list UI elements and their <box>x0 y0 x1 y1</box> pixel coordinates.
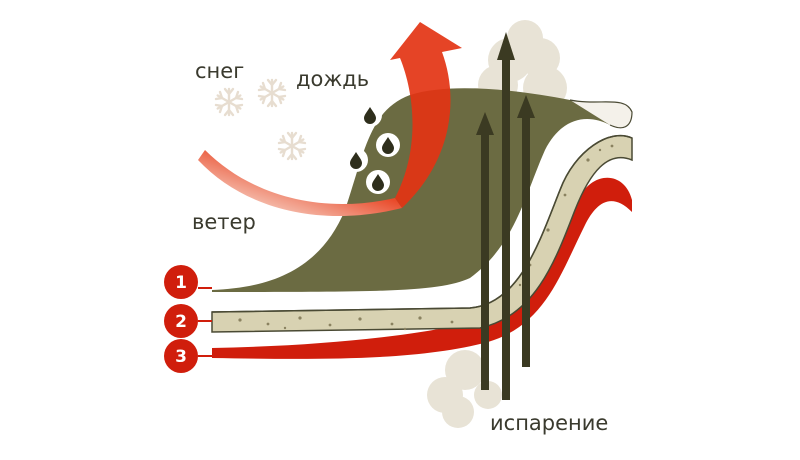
vapor-arrow-icon <box>497 32 515 400</box>
vapor-arrow-icon <box>517 95 535 367</box>
raindrop-icon <box>376 133 400 157</box>
layer-number: 1 <box>175 273 187 293</box>
snowflake-icon <box>214 87 244 117</box>
layer-number: 2 <box>175 312 187 332</box>
wind-arrow-icon <box>198 150 402 217</box>
layer-badge-1: 1 <box>164 265 212 299</box>
raindrop-icon <box>358 103 382 127</box>
vapor-cloud-bottom <box>427 350 502 428</box>
label-wind: ветер <box>192 210 256 234</box>
snowflake-icon <box>257 78 287 108</box>
layer-badge-2: 2 <box>164 304 212 338</box>
layer-badge-3: 3 <box>164 339 212 373</box>
raindrop-icon <box>366 170 390 194</box>
vapor-arrow-icon <box>476 112 494 390</box>
wind-arrow-head <box>390 22 462 208</box>
label-evaporation: испарение <box>490 411 608 435</box>
label-rain: дождь <box>296 67 369 91</box>
snowflake-icon <box>277 131 307 161</box>
label-snow: снег <box>195 59 244 83</box>
raindrop-icon <box>344 148 368 172</box>
vapor-arrows <box>476 32 535 400</box>
layer-number: 3 <box>175 347 187 367</box>
